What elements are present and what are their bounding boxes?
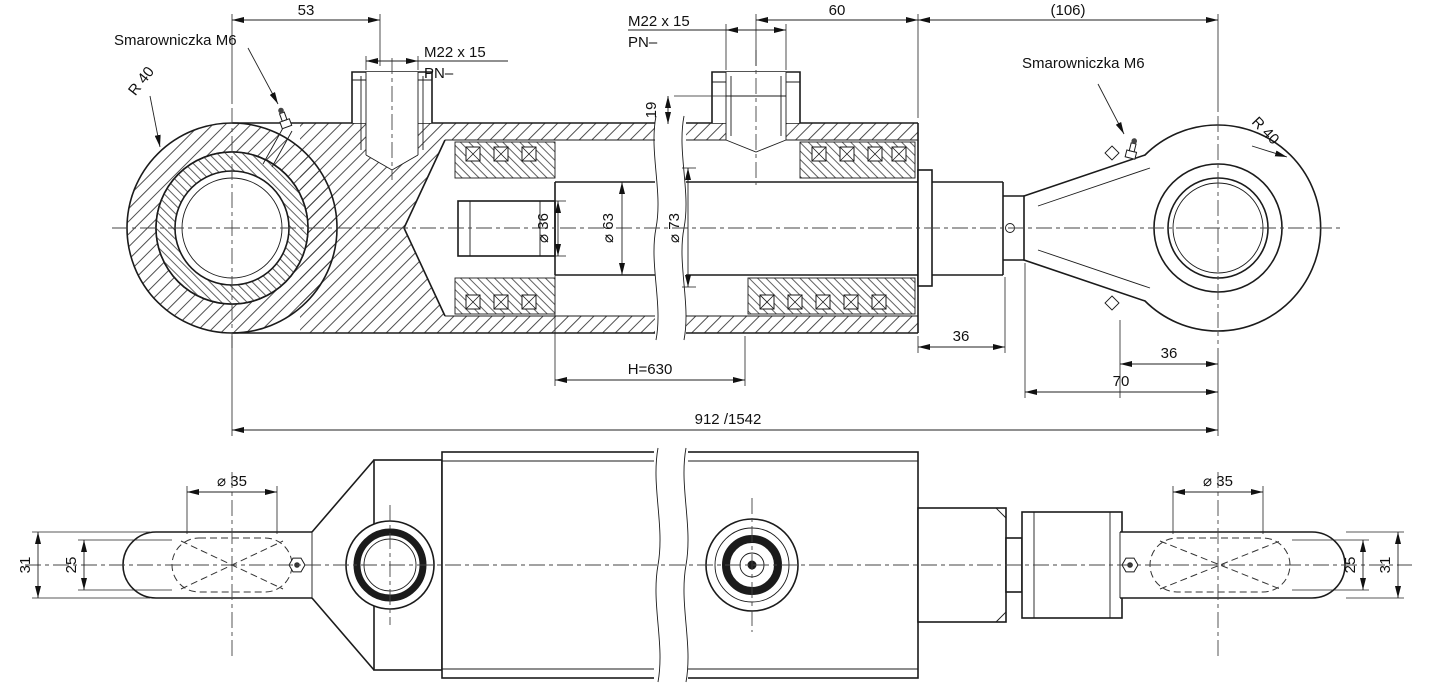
head-transition — [311, 459, 443, 671]
dim-dia35-right-label: ⌀ 35 — [1203, 473, 1233, 490]
dim-dia36-label: ⌀ 36 — [535, 213, 552, 243]
piston-rod — [555, 181, 1024, 276]
dim-19-label: 19 — [643, 102, 660, 119]
port-left-thread-label: M22 x 15 — [424, 44, 486, 61]
dim-31-right-label: 31 — [1377, 557, 1394, 574]
top-view-section — [126, 71, 1322, 341]
rod-gland — [747, 123, 933, 333]
centerlines — [25, 50, 1412, 658]
dim-70-label: 70 — [1113, 373, 1130, 390]
dim-53-label: 53 — [298, 2, 315, 19]
dim-dia35-left-label: ⌀ 35 — [217, 473, 247, 490]
dim-dia63-label: ⌀ 63 — [600, 213, 617, 243]
dim-dia73-label: ⌀ 73 — [666, 213, 683, 243]
piston-assembly — [454, 141, 556, 315]
grease-label-left: Smarowniczka M6 — [114, 32, 237, 49]
port-right-pn-label: PN– — [628, 34, 658, 51]
dim-36-eye-label: 36 — [1161, 345, 1178, 362]
dim-stroke-label: H=630 — [628, 361, 673, 378]
dim-36-rod-label: 36 — [953, 328, 970, 345]
dimensions: Smarowniczka M6 Smarowniczka M6 R 40 R 4… — [17, 2, 1404, 599]
dim-106-label: (106) — [1050, 2, 1085, 19]
dim-60-label: 60 — [829, 2, 846, 19]
dim-31-left-label: 31 — [17, 557, 34, 574]
grease-label-right: Smarowniczka M6 — [1022, 55, 1145, 72]
break-line — [655, 447, 661, 683]
dim-25-right-label: 25 — [1342, 557, 1359, 574]
dim-25-left-label: 25 — [63, 557, 80, 574]
break-line — [683, 447, 689, 683]
port-right-thread-label: M22 x 15 — [628, 13, 690, 30]
cylinder-barrel — [445, 122, 918, 334]
dim-total-label: 912 /1542 — [695, 411, 762, 428]
port-left-pn-label: PN– — [424, 65, 454, 82]
